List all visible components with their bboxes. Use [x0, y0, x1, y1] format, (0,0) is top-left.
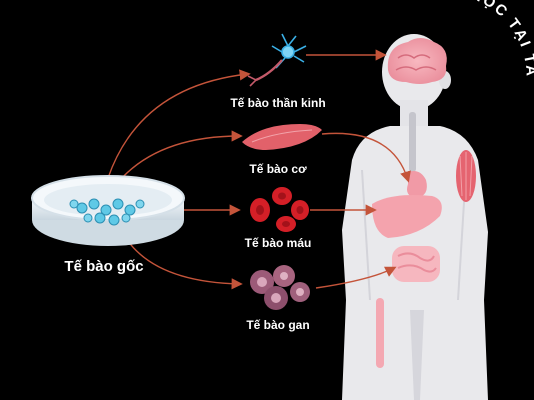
arm-muscle-icon	[456, 150, 476, 202]
muscle-fiber-icon	[242, 124, 322, 150]
liver-cells-icon	[250, 265, 310, 310]
arrow-to-stomach	[321, 132, 411, 183]
liver-organ-icon	[372, 195, 442, 238]
red-blood-cells-icon	[250, 187, 309, 232]
brain-icon	[387, 38, 447, 84]
arrows	[107, 49, 411, 290]
petri-dish-icon	[31, 175, 185, 246]
stem-cells-cluster	[69, 198, 145, 226]
stomach-icon	[407, 171, 427, 198]
intestines-icon	[392, 246, 440, 282]
label-nerve-cell: Tế bào thần kinh	[230, 96, 326, 110]
arrow-to-intestines	[315, 266, 397, 289]
label-liver-cell: Tế bào gan	[246, 318, 310, 332]
spine-icon	[409, 112, 416, 172]
arrow-to-muscle-cell	[119, 130, 243, 181]
leg-bone-icon	[376, 298, 384, 368]
label-stem-cell: Tế bào gốc	[64, 258, 144, 275]
label-blood-cell: Tế bào máu	[244, 236, 312, 250]
label-muscle-cell: Tế bào cơ	[249, 162, 307, 176]
arc-text: HỌC TẠI TA	[468, 0, 534, 78]
arrow-to-nerve-cell	[107, 69, 251, 179]
neuron-icon	[247, 33, 307, 87]
